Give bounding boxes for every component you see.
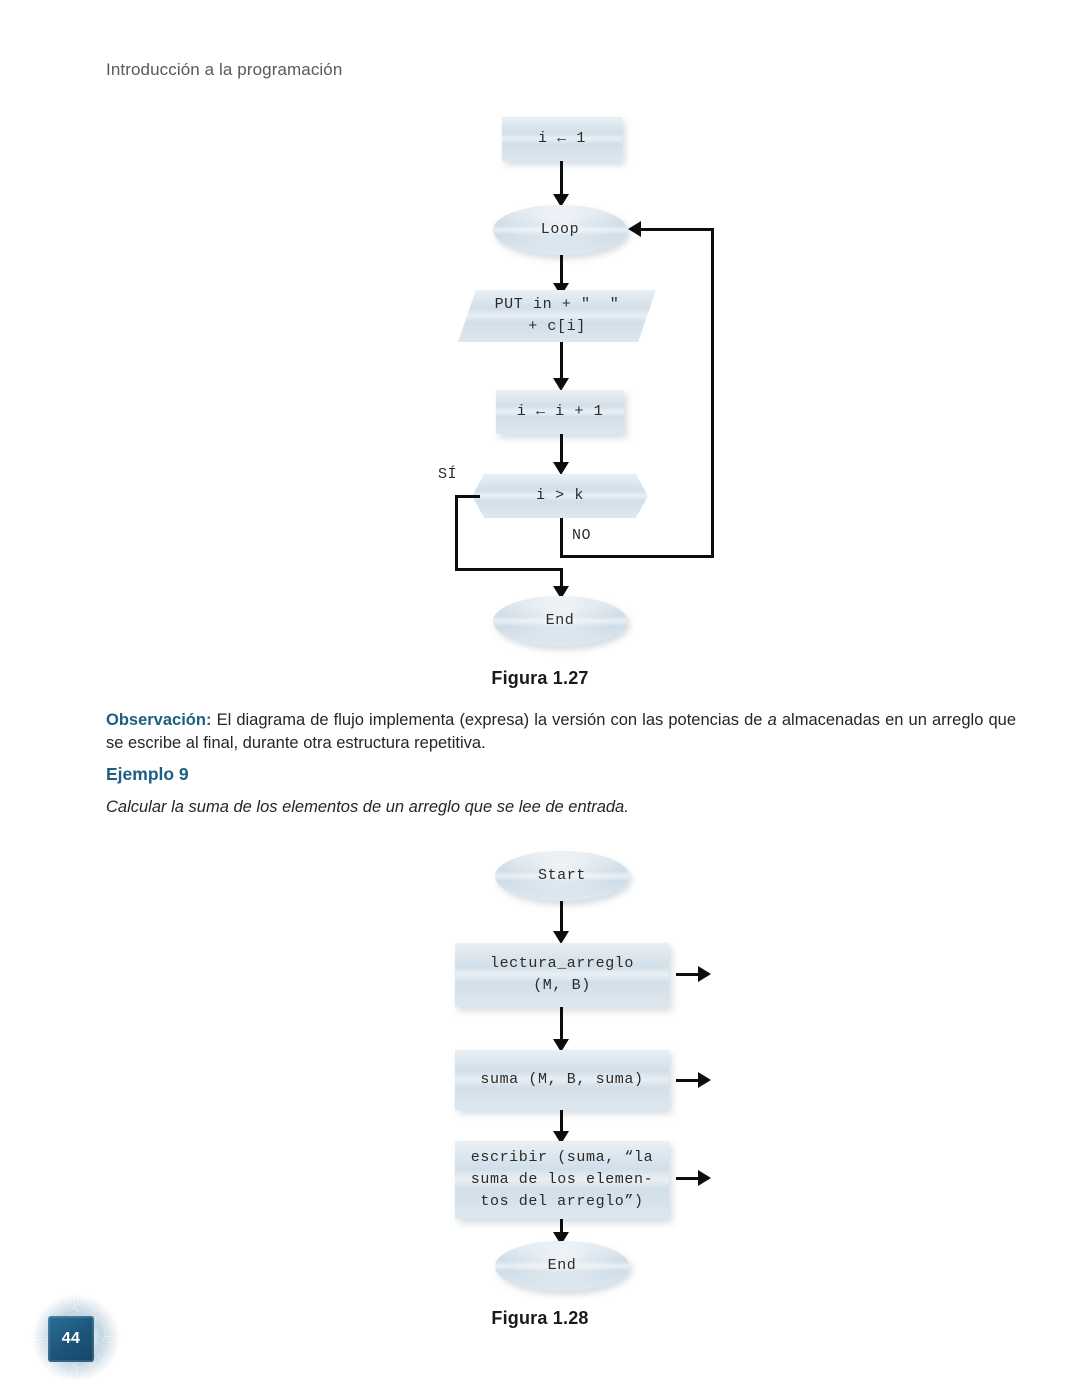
arrowhead-incr-to-decision bbox=[553, 462, 569, 475]
observation-text-before: El diagrama de flujo implementa (expresa… bbox=[211, 711, 768, 729]
running-head: Introducción a la programación bbox=[106, 60, 343, 79]
arrowhead-no-to-loop bbox=[628, 221, 641, 237]
connector2-escribir-to-end bbox=[560, 1219, 563, 1241]
arrowhead2-lectura-to-suma bbox=[553, 1039, 569, 1052]
page-number-badge: 44 bbox=[22, 1296, 142, 1380]
connector2-suma-to-escribir bbox=[560, 1110, 563, 1138]
connector2-start-to-lectura bbox=[560, 901, 563, 937]
connector-no-return-horizontal bbox=[640, 228, 714, 231]
observation-paragraph: Observación: El diagrama de flujo implem… bbox=[106, 709, 1016, 756]
flow-node-end: End bbox=[493, 596, 627, 646]
connector-no-vertical-up bbox=[711, 228, 714, 558]
figure-1-27-caption: Figura 1.27 bbox=[491, 668, 589, 688]
flow2-node-end: End bbox=[495, 1241, 629, 1291]
flow-node-loop: Loop bbox=[493, 205, 627, 255]
arrowhead-put-to-incr bbox=[553, 378, 569, 391]
flow2-node-escribir: escribir (suma, “la suma de los elemen- … bbox=[455, 1141, 669, 1219]
arrowhead2-start-to-lectura bbox=[553, 931, 569, 944]
connector-no-vertical-down bbox=[560, 518, 563, 558]
connector2-lectura-to-suma bbox=[560, 1007, 563, 1045]
connector-yes-horizontal bbox=[455, 495, 480, 498]
observation-italic-term: a bbox=[767, 711, 777, 729]
connector-init-to-loop bbox=[560, 161, 563, 199]
connector-yes-vertical bbox=[455, 495, 458, 571]
side-arrow-lectura bbox=[676, 973, 700, 976]
arrowhead-side-suma bbox=[698, 1072, 711, 1088]
figure-1-28-caption: Figura 1.28 bbox=[491, 1308, 589, 1328]
connector-loop-to-put bbox=[560, 255, 563, 289]
page-number: 44 bbox=[61, 1330, 81, 1347]
example-statement: Calcular la suma de los elementos de un … bbox=[106, 798, 629, 816]
side-arrow-escribir bbox=[676, 1177, 700, 1180]
chip-core-icon: 44 bbox=[48, 1316, 94, 1362]
arrowhead-side-escribir bbox=[698, 1170, 711, 1186]
example-heading: Ejemplo 9 bbox=[106, 764, 189, 784]
arrowhead2-suma-to-escribir bbox=[553, 1131, 569, 1144]
edge-label-yes: SÍ bbox=[438, 466, 458, 483]
arrowhead-to-end bbox=[553, 586, 569, 599]
arrowhead-init-to-loop bbox=[553, 194, 569, 207]
flow2-node-lectura: lectura_arreglo (M, B) bbox=[455, 943, 669, 1007]
observation-lead: Observación: bbox=[106, 711, 212, 729]
connector-to-end bbox=[560, 568, 563, 593]
edge-label-no: NO bbox=[572, 527, 592, 544]
flow-node-decision: i > k bbox=[472, 474, 648, 518]
connector-put-to-incr bbox=[560, 342, 563, 384]
flow2-node-start: Start bbox=[495, 851, 629, 901]
flow-node-put: PUT in + " " + c[i] bbox=[458, 290, 656, 342]
observation-text-after: almacenadas en un arreglo que se escribe… bbox=[106, 711, 1016, 753]
flow-node-increment: i ← i + 1 bbox=[496, 390, 624, 434]
arrowhead-side-lectura bbox=[698, 966, 711, 982]
side-arrow-suma bbox=[676, 1079, 700, 1082]
connector-incr-to-decision bbox=[560, 434, 563, 468]
flow2-node-suma: suma (M, B, suma) bbox=[455, 1050, 669, 1110]
flow-node-init: i ← 1 bbox=[502, 117, 622, 161]
connector-yes-to-end bbox=[455, 568, 563, 571]
connector-no-horizontal bbox=[560, 555, 714, 558]
